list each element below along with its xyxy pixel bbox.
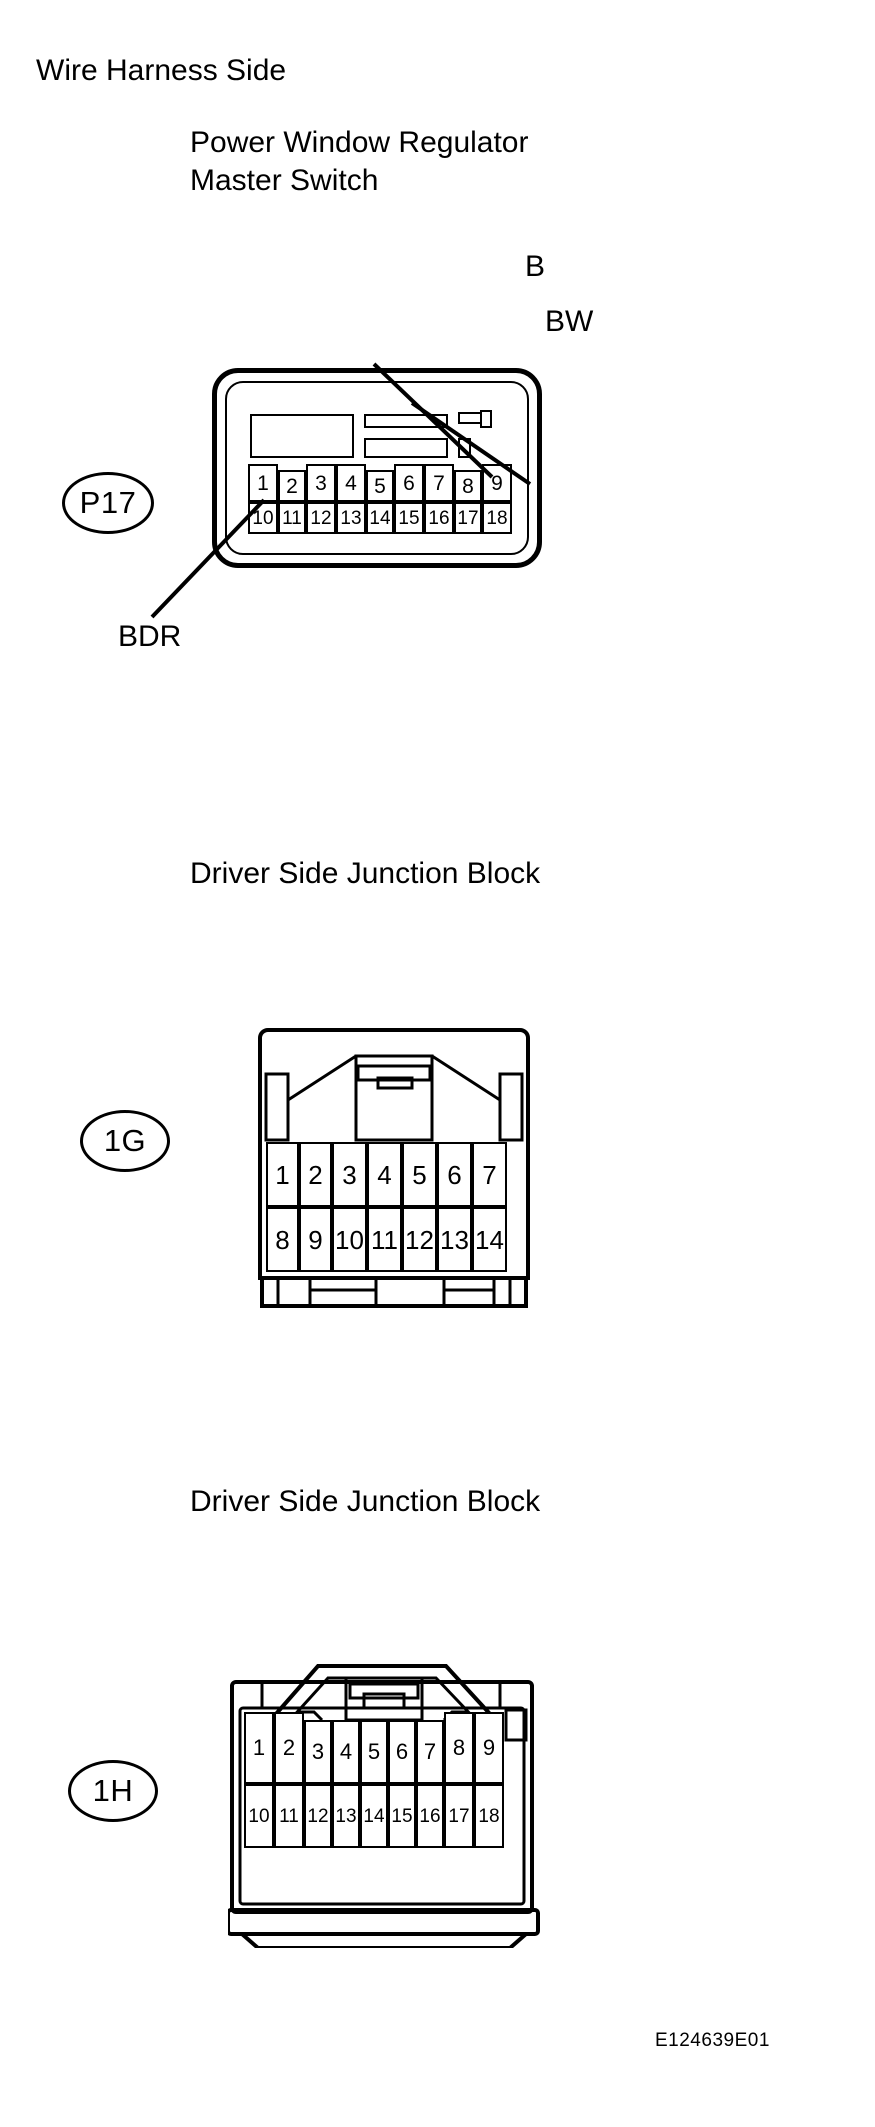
1g-pin-3[interactable]: 3: [332, 1142, 367, 1207]
1h-pin-15[interactable]: 15: [388, 1784, 416, 1848]
1h-pin-4[interactable]: 4: [332, 1720, 360, 1784]
p17-pin-12[interactable]: 12: [306, 502, 336, 534]
1g-pin-5[interactable]: 5: [402, 1142, 437, 1207]
connector-1g-body: 1 2 3 4 5 6 7 8 9 10 11 12 13 14: [258, 1028, 538, 1308]
p17-pin-11[interactable]: 11: [278, 502, 306, 534]
1h-pin-16[interactable]: 16: [416, 1784, 444, 1848]
p17-pin-14[interactable]: 14: [366, 502, 394, 534]
1g-pin-13[interactable]: 13: [437, 1207, 472, 1272]
p17-pin-5[interactable]: 5: [366, 470, 394, 502]
connector-p17-title-line2: Master Switch: [190, 164, 379, 197]
1h-pin-1[interactable]: 1: [244, 1712, 274, 1784]
p17-pin-9[interactable]: 9: [482, 464, 512, 502]
p17-slot-bar-bottom: [364, 438, 448, 458]
p17-pin-grid: 1 2 3 4 5 6 7 8 9 10 11 12 13 14 15 16 1…: [248, 464, 512, 534]
1h-pin-13[interactable]: 13: [332, 1784, 360, 1848]
1g-pin-9[interactable]: 9: [299, 1207, 332, 1272]
1g-pin-4[interactable]: 4: [367, 1142, 402, 1207]
p17-pin-17[interactable]: 17: [454, 502, 482, 534]
1h-pin-6[interactable]: 6: [388, 1720, 416, 1784]
p17-slot-small-tab: [480, 410, 492, 428]
page-title: Wire Harness Side: [36, 54, 287, 87]
1h-pin-10[interactable]: 10: [244, 1784, 274, 1848]
p17-pin-4[interactable]: 4: [336, 464, 366, 502]
p17-pin-8[interactable]: 8: [454, 470, 482, 502]
1g-pin-12[interactable]: 12: [402, 1207, 437, 1272]
wire-label-b: B: [525, 250, 546, 283]
1g-pin-10[interactable]: 10: [332, 1207, 367, 1272]
connector-p17-title-line1: Power Window Regulator: [190, 126, 529, 159]
figure-code: E124639E01: [655, 2030, 770, 2051]
p17-pin-6[interactable]: 6: [394, 464, 424, 502]
1h-pin-11[interactable]: 11: [274, 1784, 304, 1848]
1h-pin-grid: 1 2 3 4 5 6 7 8 9 10 11 12 13 14 15 16 1…: [244, 1712, 524, 1850]
1g-pin-11[interactable]: 11: [367, 1207, 402, 1272]
connector-id-1h: 1H: [68, 1760, 158, 1822]
p17-pin-3[interactable]: 3: [306, 464, 336, 502]
connector-p17-body: 1 2 3 4 5 6 7 8 9 10 11 12 13 14 15 16 1…: [212, 368, 548, 574]
connector-1h-body: 1 2 3 4 5 6 7 8 9 10 11 12 13 14 15 16 1…: [228, 1648, 548, 1948]
1h-pin-9[interactable]: 9: [474, 1712, 504, 1784]
1h-pin-5[interactable]: 5: [360, 1720, 388, 1784]
1g-pin-grid: 1 2 3 4 5 6 7 8 9 10 11 12 13 14: [266, 1142, 522, 1272]
p17-pin-15[interactable]: 15: [394, 502, 424, 534]
1h-pin-18[interactable]: 18: [474, 1784, 504, 1848]
1g-pin-8[interactable]: 8: [266, 1207, 299, 1272]
wire-label-bdr: BDR: [118, 620, 182, 653]
connector-1g-title: Driver Side Junction Block: [190, 857, 541, 890]
p17-pin-16[interactable]: 16: [424, 502, 454, 534]
1g-pin-14[interactable]: 14: [472, 1207, 507, 1272]
connector-id-1g: 1G: [80, 1110, 170, 1172]
p17-pin-18[interactable]: 18: [482, 502, 512, 534]
1h-pin-2[interactable]: 2: [274, 1712, 304, 1784]
1h-pin-8[interactable]: 8: [444, 1712, 474, 1784]
p17-pin-7[interactable]: 7: [424, 464, 454, 502]
p17-slot-large: [250, 414, 354, 458]
1h-pin-3[interactable]: 3: [304, 1720, 332, 1784]
p17-pin-2[interactable]: 2: [278, 470, 306, 502]
1h-pin-17[interactable]: 17: [444, 1784, 474, 1848]
1h-pin-14[interactable]: 14: [360, 1784, 388, 1848]
wire-label-bw: BW: [545, 305, 594, 338]
p17-slot-small-bottom: [458, 438, 471, 458]
1h-pin-12[interactable]: 12: [304, 1784, 332, 1848]
p17-slot-bar-top: [364, 414, 448, 428]
p17-pin-13[interactable]: 13: [336, 502, 366, 534]
connector-id-p17: P17: [62, 472, 154, 534]
connector-1h-title: Driver Side Junction Block: [190, 1485, 541, 1518]
1g-pin-2[interactable]: 2: [299, 1142, 332, 1207]
1g-pin-6[interactable]: 6: [437, 1142, 472, 1207]
1g-pin-7[interactable]: 7: [472, 1142, 507, 1207]
1g-pin-1[interactable]: 1: [266, 1142, 299, 1207]
p17-pin-1[interactable]: 1: [248, 464, 278, 502]
1h-pin-7[interactable]: 7: [416, 1720, 444, 1784]
p17-pin-10[interactable]: 10: [248, 502, 278, 534]
